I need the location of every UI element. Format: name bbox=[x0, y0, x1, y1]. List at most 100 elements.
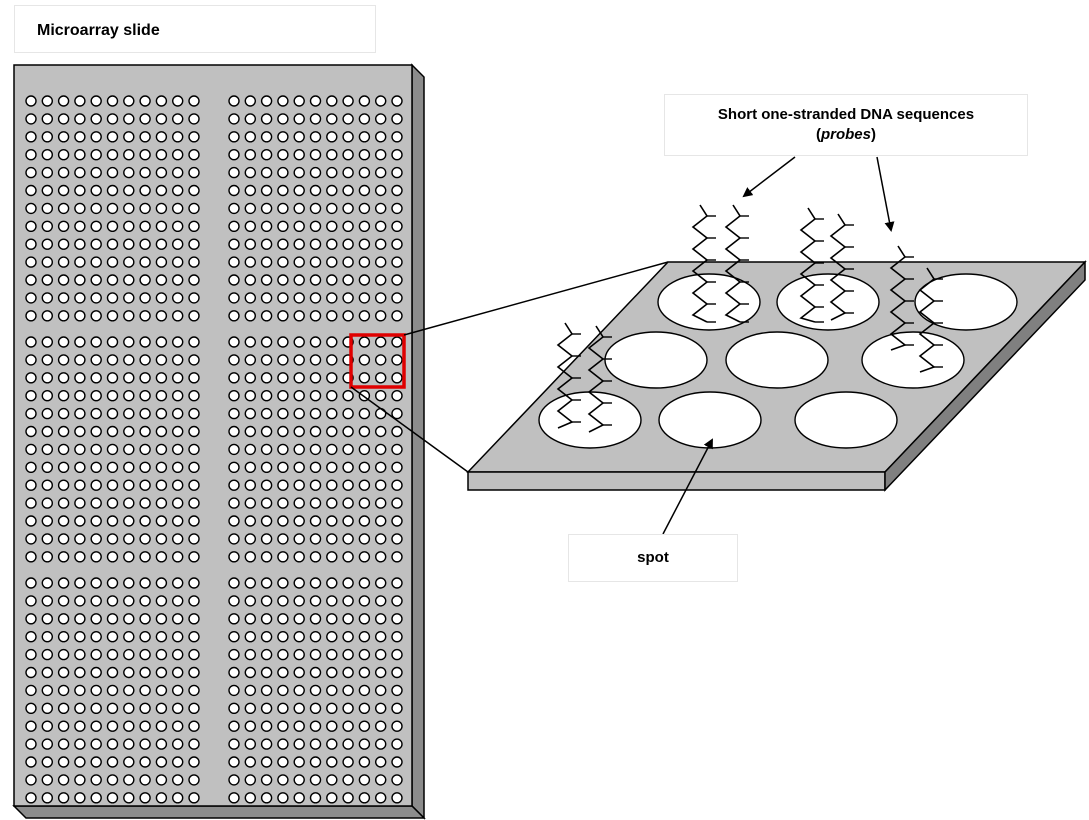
slide-spot bbox=[139, 202, 151, 215]
slide-spot bbox=[260, 702, 273, 714]
slide-spot bbox=[260, 631, 273, 643]
slide-spot bbox=[57, 774, 70, 786]
slide-spot bbox=[90, 792, 102, 804]
slide-spot bbox=[326, 533, 338, 545]
slide-spot bbox=[293, 131, 305, 143]
slide-side-edge bbox=[411, 63, 425, 820]
slide-spot bbox=[139, 666, 151, 679]
slide-spot bbox=[57, 184, 70, 197]
slide-spot bbox=[90, 515, 102, 527]
slide-spot bbox=[293, 148, 305, 161]
slide-spot bbox=[260, 390, 273, 402]
slide-spot bbox=[309, 310, 322, 322]
slide-spot bbox=[106, 425, 119, 438]
slide-spot bbox=[342, 148, 354, 161]
slide-spot bbox=[139, 702, 151, 714]
slide-spot bbox=[244, 354, 257, 366]
probes-label-line1: Short one-stranded DNA sequences bbox=[717, 106, 975, 123]
slide-spot bbox=[277, 631, 289, 643]
slide-spot bbox=[41, 613, 53, 625]
slide-spot bbox=[277, 292, 289, 304]
slide-spot bbox=[106, 113, 119, 125]
spot-label: spot bbox=[568, 534, 738, 582]
slide-spot bbox=[228, 551, 240, 563]
slide-spot bbox=[188, 372, 200, 384]
slide-spot bbox=[123, 202, 135, 215]
slide-spot bbox=[123, 131, 135, 143]
slide-spot bbox=[171, 702, 184, 714]
slide-spot bbox=[41, 461, 53, 473]
slide-spot bbox=[228, 407, 240, 420]
slide-spot bbox=[244, 390, 257, 402]
slide-spot bbox=[106, 184, 119, 197]
slide-spot bbox=[277, 274, 289, 286]
slide-spot bbox=[106, 336, 119, 348]
slide-spot bbox=[326, 166, 338, 179]
slide-spot bbox=[139, 390, 151, 402]
slide-spot bbox=[326, 220, 338, 233]
slide-spot bbox=[123, 256, 135, 268]
slide-spot bbox=[106, 443, 119, 456]
slide-spot bbox=[41, 95, 53, 107]
slide-spot bbox=[309, 461, 322, 473]
dna-probes bbox=[556, 204, 943, 433]
slide-spot bbox=[375, 274, 387, 286]
slide-spot bbox=[188, 551, 200, 563]
slide-spot bbox=[106, 95, 119, 107]
slide-spot bbox=[139, 613, 151, 625]
slide-spot bbox=[74, 95, 86, 107]
slide-spot bbox=[309, 184, 322, 197]
slide-spot bbox=[139, 738, 151, 750]
slide-spot bbox=[90, 720, 102, 732]
slide-spot bbox=[375, 113, 387, 125]
slide-spot bbox=[391, 238, 403, 250]
slide-spot bbox=[106, 372, 119, 384]
slide-spot bbox=[123, 515, 135, 527]
slide-spot bbox=[375, 407, 387, 420]
slide-spot bbox=[375, 95, 387, 107]
slide-spot bbox=[41, 631, 53, 643]
slide-spot bbox=[155, 684, 168, 697]
slide-spot bbox=[326, 479, 338, 491]
slide-spot bbox=[188, 613, 200, 625]
slide-spot bbox=[293, 515, 305, 527]
slide-spot bbox=[277, 577, 289, 589]
slide-spot bbox=[74, 533, 86, 545]
slide-spot bbox=[123, 756, 135, 768]
slide-spot bbox=[358, 274, 371, 286]
slide-spot bbox=[326, 461, 338, 473]
slide-spot bbox=[106, 756, 119, 768]
slide-spot bbox=[171, 613, 184, 625]
slide-spot bbox=[293, 202, 305, 215]
slide-spot bbox=[155, 131, 168, 143]
slide-spot bbox=[260, 372, 273, 384]
slide-spot bbox=[188, 310, 200, 322]
slide-spot bbox=[260, 238, 273, 250]
slide-spot bbox=[391, 551, 403, 563]
slide-spot bbox=[342, 702, 354, 714]
slide-spot bbox=[106, 666, 119, 679]
slide-spot bbox=[309, 274, 322, 286]
slide-spot bbox=[375, 184, 387, 197]
slide-spot bbox=[123, 613, 135, 625]
slide-spot bbox=[90, 425, 102, 438]
slide-spot bbox=[277, 407, 289, 420]
slide-spot bbox=[244, 479, 257, 491]
slide-spot bbox=[25, 497, 37, 509]
slide-spot bbox=[326, 551, 338, 563]
slide-spot bbox=[25, 595, 37, 607]
slide-spot bbox=[309, 113, 322, 125]
slide-spot bbox=[358, 184, 371, 197]
slide-spot bbox=[57, 310, 70, 322]
slide-spot bbox=[260, 613, 273, 625]
slide-spot bbox=[309, 148, 322, 161]
slide-spot bbox=[228, 613, 240, 625]
slide-spot bbox=[123, 238, 135, 250]
slide-spot bbox=[155, 336, 168, 348]
slide-spot bbox=[277, 166, 289, 179]
slide-spot bbox=[228, 274, 240, 286]
slide-spot bbox=[139, 479, 151, 491]
slide-spot bbox=[309, 666, 322, 679]
slide-spot bbox=[277, 479, 289, 491]
slide-spot bbox=[228, 425, 240, 438]
